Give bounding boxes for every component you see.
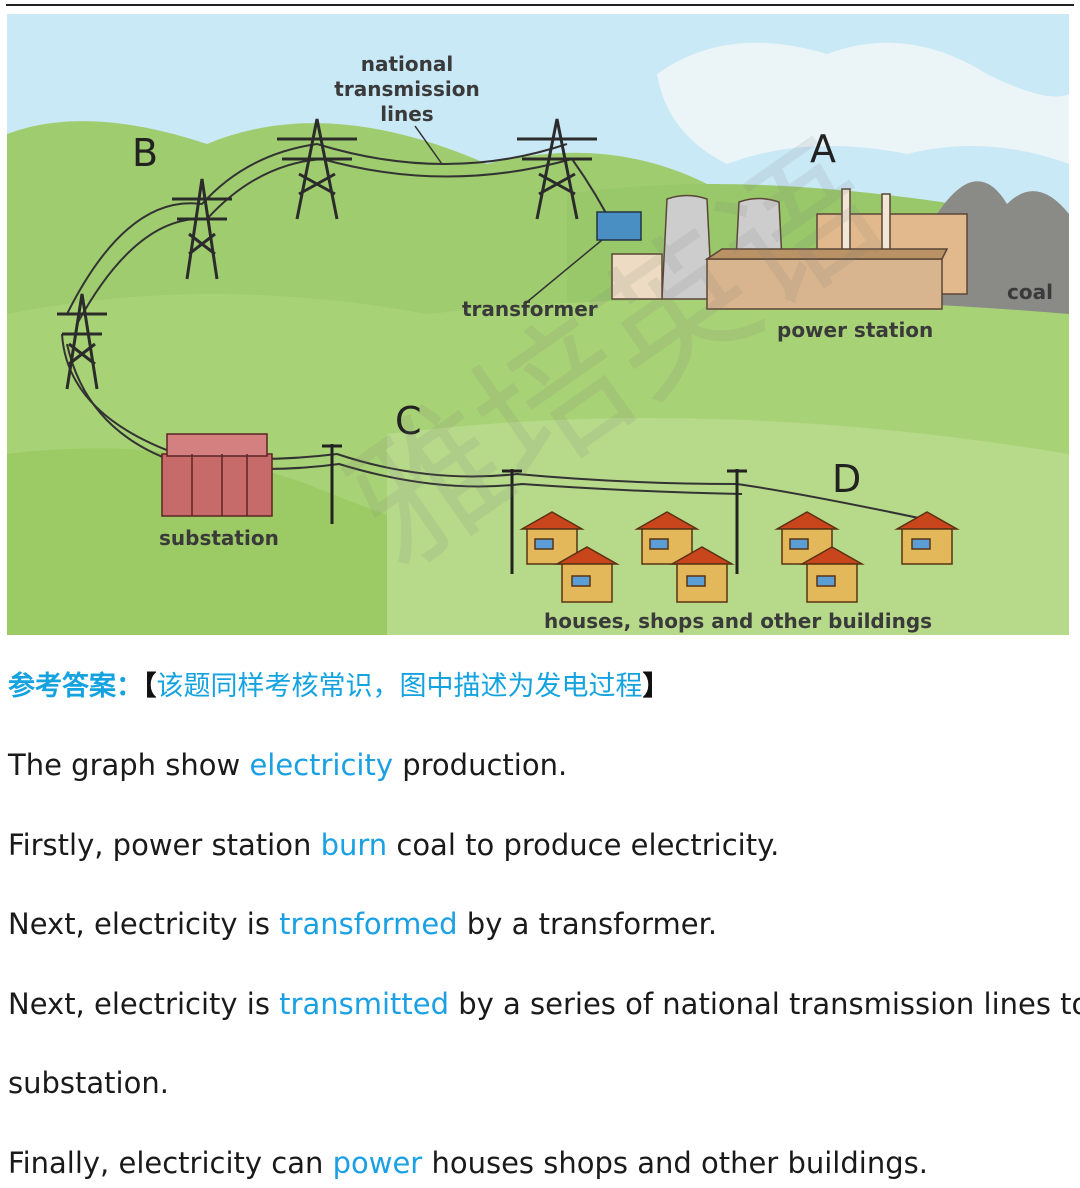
- label-transformer: transformer: [462, 297, 598, 321]
- letter-d: D: [832, 457, 861, 501]
- substation-building: [161, 433, 273, 517]
- houses: [519, 511, 960, 603]
- label-pointer-transformer: [526, 239, 603, 303]
- paragraph-6: Finally, electricity can power houses sh…: [8, 1143, 928, 1183]
- paragraph-6-text-b: houses shops and other buildings.: [422, 1146, 928, 1180]
- paragraph-3-text-b: by a transformer.: [457, 907, 718, 941]
- label-power-station: power station: [777, 318, 933, 342]
- smoke-cloud: [657, 42, 1069, 164]
- electricity-diagram: national transmission lines transformer …: [7, 14, 1069, 635]
- paragraph-6-highlight: power: [332, 1146, 423, 1180]
- label-coal: coal: [1007, 280, 1053, 304]
- paragraph-2-text-b: coal to produce electricity.: [387, 828, 780, 862]
- paragraph-2: Firstly, power station burn coal to prod…: [8, 825, 779, 865]
- transformer-unit: [596, 211, 642, 241]
- poles: [322, 444, 747, 574]
- label-national: national: [361, 52, 453, 76]
- paragraph-2-highlight: burn: [320, 828, 388, 862]
- pylons: [57, 118, 597, 390]
- label-pointer-lines: [414, 125, 443, 165]
- letter-c: C: [395, 399, 422, 443]
- paragraph-5: substation.: [8, 1063, 169, 1103]
- answer-bracket-open: 【: [143, 671, 157, 702]
- paragraph-4: Next, electricity is transmitted by a se…: [8, 984, 1080, 1024]
- label-houses: houses, shops and other buildings: [544, 609, 932, 633]
- paragraph-3-highlight: transformed: [279, 907, 458, 941]
- label-lines: lines: [380, 102, 433, 126]
- paragraph-1-text-a: The graph show: [8, 748, 250, 782]
- answer-label: 参考答案：: [8, 671, 143, 702]
- paragraph-1: The graph show electricity production.: [8, 745, 567, 785]
- label-transmission: transmission: [334, 77, 479, 101]
- answer-note: 该题同样考核常识，图中描述为发电过程: [156, 671, 643, 702]
- paragraph-5-text: substation.: [8, 1066, 169, 1100]
- answer-heading: 参考答案：【该题同样考核常识，图中描述为发电过程】: [8, 664, 670, 703]
- paragraph-3: Next, electricity is transformed by a tr…: [8, 904, 717, 944]
- power-station: [611, 188, 968, 310]
- transmission-wires: [61, 142, 948, 525]
- paragraph-4-highlight: transmitted: [279, 987, 450, 1021]
- paragraph-6-text-a: Finally, electricity can: [8, 1146, 333, 1180]
- paragraph-1-highlight: electricity: [249, 748, 394, 782]
- paragraph-4-text-b: by a series of national transmission lin…: [449, 987, 1080, 1021]
- letter-b: B: [132, 131, 158, 175]
- front-hill-right: [387, 418, 1069, 635]
- paragraph-1-text-b: production.: [393, 748, 568, 782]
- answer-bracket-close: 】: [642, 671, 670, 702]
- paragraph-3-text-a: Next, electricity is: [8, 907, 280, 941]
- paragraph-4-text-a: Next, electricity is: [8, 987, 280, 1021]
- paragraph-2-text-a: Firstly, power station: [8, 828, 321, 862]
- top-divider: [6, 4, 1074, 6]
- letter-a: A: [810, 127, 836, 171]
- label-substation: substation: [159, 526, 279, 550]
